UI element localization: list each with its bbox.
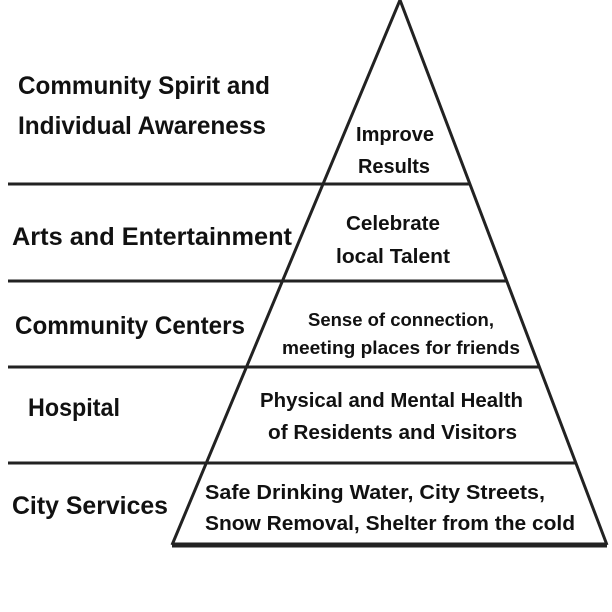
level-label: City Services	[12, 492, 168, 520]
level-label: Community Spirit and	[18, 72, 270, 100]
level-description: Physical and Mental Health	[260, 390, 523, 412]
level-description: meeting places for friends	[282, 338, 520, 358]
level-label: Individual Awareness	[18, 112, 266, 140]
level-description: Results	[358, 156, 430, 178]
level-description: of Residents and Visitors	[268, 422, 517, 444]
level-description: Improve	[356, 124, 434, 146]
pyramid-outline	[170, 0, 609, 546]
level-description: Safe Drinking Water, City Streets,	[205, 482, 545, 504]
level-label: Arts and Entertainment	[12, 223, 293, 251]
level-description: Snow Removal, Shelter from the cold	[205, 513, 575, 535]
level-label: Hospital	[28, 394, 120, 422]
level-description: Sense of connection,	[308, 310, 494, 330]
level-label: Community Centers	[15, 312, 245, 340]
level-description: local Talent	[336, 246, 450, 268]
level-description: Celebrate	[346, 213, 440, 235]
